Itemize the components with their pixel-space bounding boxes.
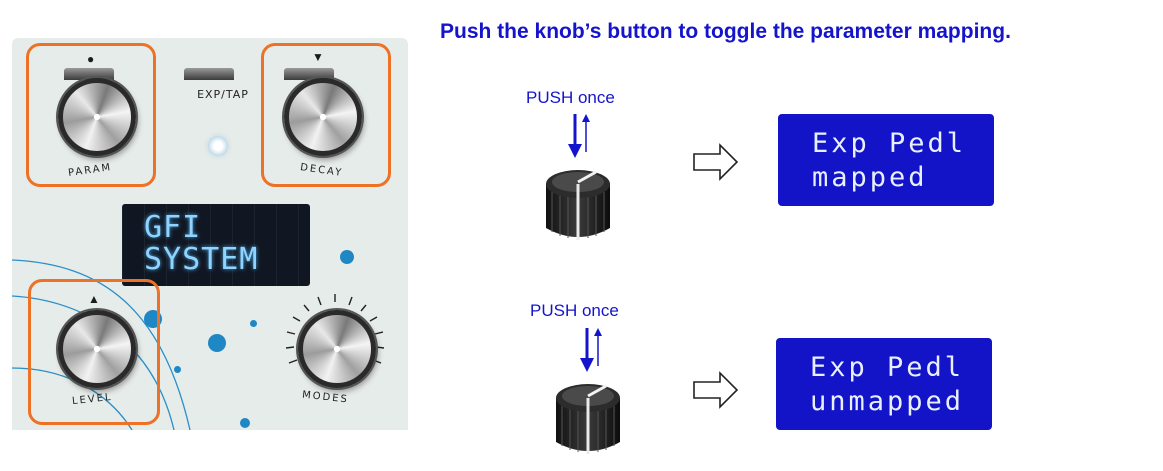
oled-line-1: GFI — [144, 210, 202, 245]
jack-left — [64, 68, 114, 80]
instructions-title: Push the knob’s button to toggle the par… — [440, 20, 1011, 43]
push-label-step-2: PUSH once — [530, 301, 619, 320]
right-arrow-icon — [693, 371, 739, 409]
modes-tick-marks — [285, 294, 385, 364]
push-knob-icon — [546, 170, 610, 240]
lcd-line-1: Exp Pedl — [812, 128, 967, 159]
push-arrows-icon — [580, 328, 602, 372]
jack-right — [284, 68, 334, 80]
lcd-line-2: unmapped — [810, 386, 965, 417]
push-label-step-1: PUSH once — [526, 88, 615, 107]
decor-dot — [250, 320, 257, 327]
modes-knob[interactable] — [298, 310, 376, 388]
decor-dot — [174, 366, 181, 373]
level-pointer-icon: ▲ — [88, 292, 100, 306]
decor-dot — [240, 418, 250, 428]
level-knob[interactable] — [58, 310, 136, 388]
push-arrows-icon — [568, 114, 590, 158]
lcd-unmapped: Exp Pedl unmapped — [776, 338, 992, 430]
level-highlight-box — [28, 279, 160, 425]
push-knob-icon — [556, 384, 620, 454]
exp-tap-label: EXP/TAP — [197, 88, 249, 101]
decay-knob[interactable] — [284, 78, 362, 156]
lcd-line-1: Exp Pedl — [810, 352, 965, 383]
param-highlight-box — [26, 43, 156, 187]
lcd-mapped: Exp Pedl mapped — [778, 114, 994, 206]
jack-exp — [184, 68, 234, 80]
right-arrow-icon — [693, 143, 739, 181]
decor-dot — [208, 334, 226, 352]
decor-dot — [340, 250, 354, 264]
decay-pointer-icon: ▼ — [312, 50, 324, 64]
pedal-photo: EXP/TAP ● PARAM ▼ DECAY GFI SYSTEM ▲ LEV… — [12, 38, 408, 430]
decay-highlight-box — [261, 43, 391, 187]
lcd-line-2: mapped — [812, 162, 928, 193]
oled-line-2: SYSTEM — [144, 242, 259, 277]
param-knob[interactable] — [58, 78, 136, 156]
pedal-oled-display: GFI SYSTEM — [122, 204, 310, 286]
tap-led — [208, 136, 228, 156]
param-pointer-icon: ● — [87, 52, 95, 66]
